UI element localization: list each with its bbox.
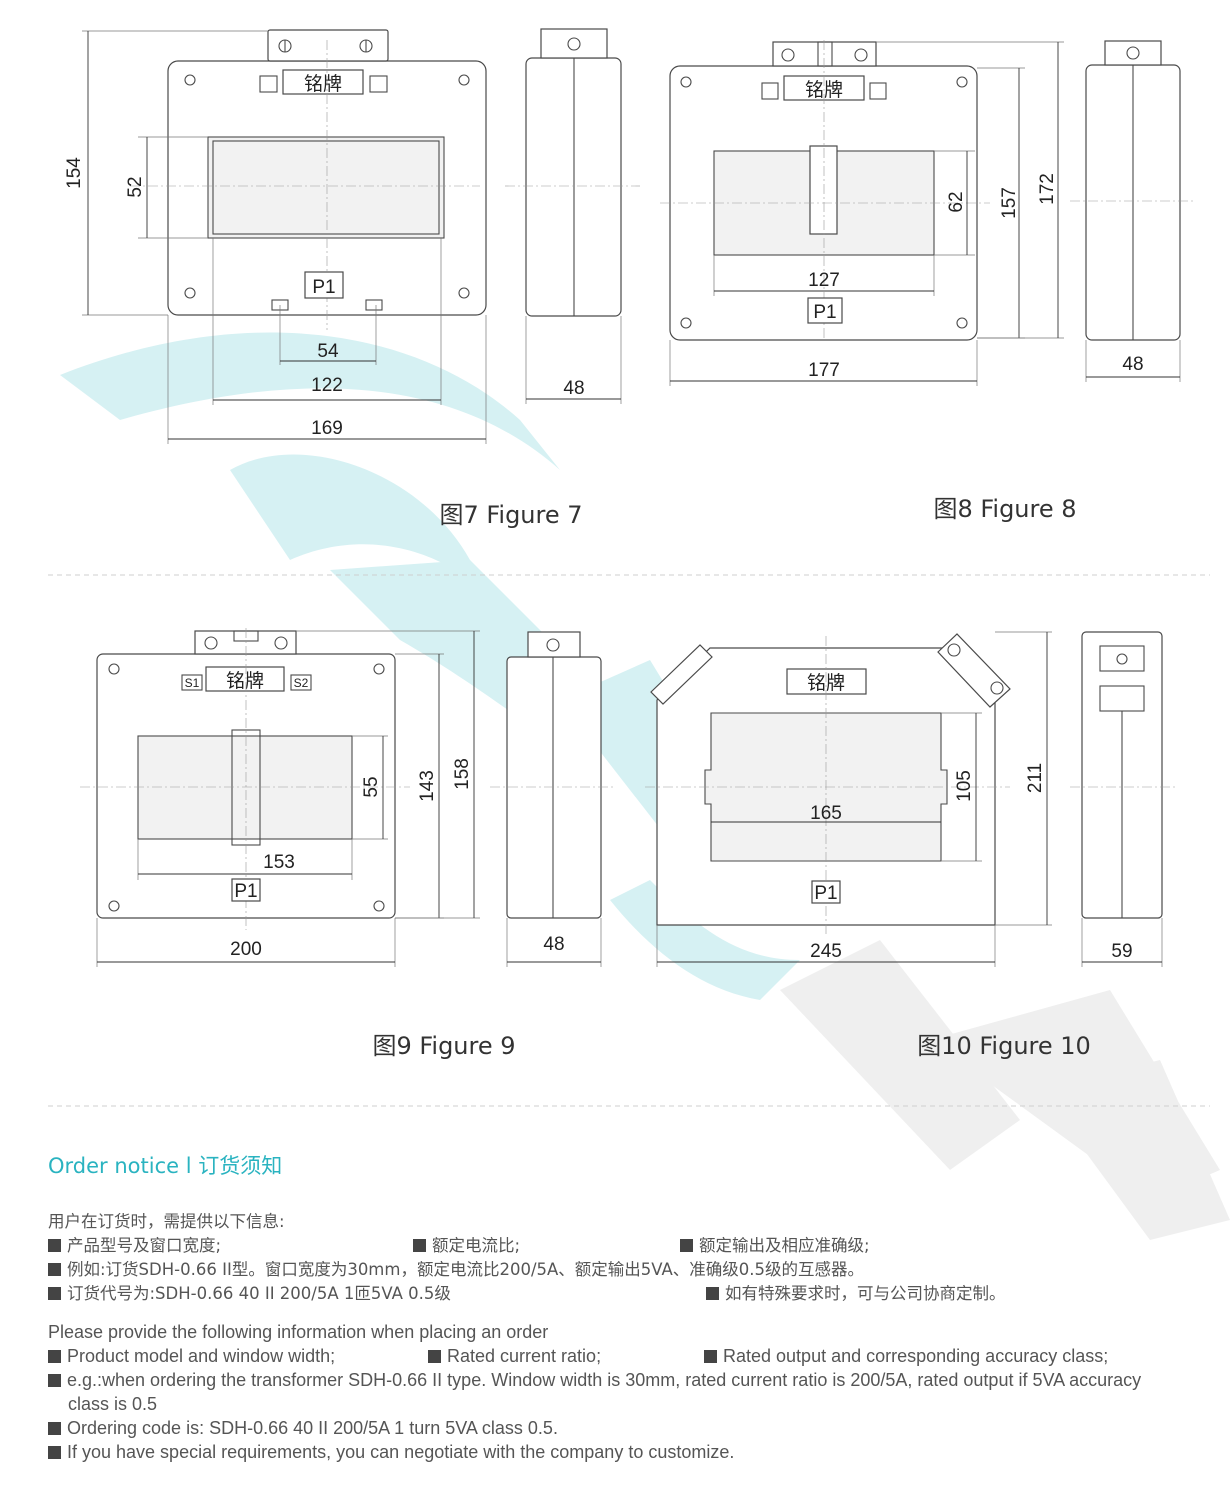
- bullet-square-icon: [48, 1263, 61, 1276]
- cn-bullet-row: 产品型号及窗口宽度; 额定电流比; 额定输出及相应准确级;: [48, 1234, 1208, 1258]
- fig9-dim-body-height: 143: [417, 770, 438, 802]
- fig9-dim-window-height: 55: [361, 776, 382, 797]
- fig10-nameplate-label: 铭牌: [807, 672, 845, 694]
- order-notice-title: Order notice l 订货须知: [48, 1154, 283, 1178]
- fig10-dim-window-height: 105: [954, 770, 975, 802]
- order-notice-section: Order notice l 订货须知 用户在订货时，需提供以下信息: 产品型号…: [48, 1150, 1208, 1464]
- en-example: e.g.:when ordering the transformer SDH-0…: [67, 1370, 1142, 1414]
- en-bullet-output: Rated output and corresponding accuracy …: [723, 1346, 1109, 1366]
- figure-7-caption: 图7 Figure 7: [439, 501, 582, 529]
- fig8-dim-width: 177: [808, 360, 840, 381]
- fig10-dim-height: 211: [1025, 763, 1046, 793]
- bullet-square-icon: [48, 1350, 61, 1363]
- en-special-row: If you have special requirements, you ca…: [48, 1440, 1208, 1464]
- fig7-dim-depth: 48: [563, 378, 584, 399]
- fig7-dim-window-height: 52: [125, 176, 146, 197]
- figure-7-drawing: 铭牌 P1 154 52 54 122 169 48: [64, 28, 640, 444]
- fig10-dim-width: 245: [810, 941, 842, 962]
- fig9-dim-depth: 48: [543, 934, 564, 955]
- fig9-nameplate-label: 铭牌: [226, 670, 264, 692]
- fig7-terminal-label: P1: [312, 277, 335, 298]
- fig10-terminal-label: P1: [814, 883, 837, 904]
- en-special-requirements: If you have special requirements, you ca…: [67, 1442, 735, 1462]
- figure-9-caption: 图9 Figure 9: [372, 1032, 515, 1060]
- en-intro: Please provide the following information…: [48, 1322, 549, 1342]
- figure-8-drawing: 铭牌 P1 62 127 157 172 177 48: [660, 40, 1195, 386]
- bullet-square-icon: [48, 1287, 61, 1300]
- bullet-square-icon: [704, 1350, 717, 1363]
- en-bullet-ratio: Rated current ratio;: [447, 1346, 602, 1366]
- cn-example-row: 例如:订货SDH-0.66 II型。窗口宽度为30mm，额定电流比200/5A、…: [48, 1258, 1208, 1282]
- fig8-dim-window-width: 127: [808, 270, 840, 291]
- fig10-dim-window-width: 165: [810, 803, 842, 824]
- cn-bullet-ratio: 额定电流比;: [432, 1236, 521, 1255]
- fig9-terminal-label: P1: [234, 881, 257, 902]
- figure-10-caption: 图10 Figure 10: [917, 1032, 1091, 1060]
- fig8-dim-depth: 48: [1122, 354, 1143, 375]
- fig10-dim-depth: 59: [1111, 941, 1132, 962]
- figure-9-drawing: S1 S2 铭牌 P1 55 153 143 158 200 48: [80, 628, 615, 967]
- cn-intro: 用户在订货时，需提供以下信息:: [48, 1212, 285, 1231]
- cn-special-requirements: 如有特殊要求时，可与公司协商定制。: [725, 1284, 1006, 1303]
- en-bullet-row: Product model and window width; Rated cu…: [48, 1344, 1208, 1368]
- en-bullet-model: Product model and window width;: [67, 1346, 336, 1366]
- cn-code-row: 订货代号为:SDH-0.66 40 II 200/5A 1匝5VA 0.5级 如…: [48, 1282, 1208, 1306]
- bullet-square-icon: [428, 1350, 441, 1363]
- bullet-square-icon: [48, 1446, 61, 1459]
- figure-8-caption: 图8 Figure 8: [933, 495, 1076, 523]
- fig8-terminal-label: P1: [813, 302, 836, 323]
- fig7-dim-width: 169: [311, 418, 343, 439]
- bullet-square-icon: [48, 1239, 61, 1252]
- figure-10-drawing: 铭牌 P1 105 165 211 245 59: [645, 631, 1175, 967]
- fig8-dim-body-height: 157: [999, 187, 1020, 219]
- bullet-square-icon: [48, 1422, 61, 1435]
- bullet-square-icon: [706, 1287, 719, 1300]
- en-code-row: Ordering code is: SDH-0.66 40 II 200/5A …: [48, 1416, 1208, 1440]
- cn-bullet-model: 产品型号及窗口宽度;: [67, 1236, 222, 1255]
- fig9-dim-width: 200: [230, 939, 262, 960]
- fig7-dim-pin-spacing: 54: [317, 341, 339, 362]
- cn-example: 例如:订货SDH-0.66 II型。窗口宽度为30mm，额定电流比200/5A、…: [67, 1260, 865, 1279]
- fig9-dim-total-height: 158: [452, 758, 473, 790]
- cn-ordering-code: 订货代号为:SDH-0.66 40 II 200/5A 1匝5VA 0.5级: [67, 1284, 451, 1303]
- cn-bullet-output: 额定输出及相应准确级;: [699, 1236, 870, 1255]
- fig9-dim-window-width: 153: [263, 852, 295, 873]
- fig8-dim-total-height: 172: [1037, 173, 1058, 205]
- fig9-s2-label: S2: [294, 676, 309, 690]
- fig7-nameplate-label: 铭牌: [304, 73, 342, 95]
- en-ordering-code: Ordering code is: SDH-0.66 40 II 200/5A …: [67, 1418, 558, 1438]
- fig8-dim-window-height: 62: [946, 191, 967, 212]
- bullet-square-icon: [680, 1239, 693, 1252]
- en-example-row: e.g.:when ordering the transformer SDH-0…: [48, 1368, 1148, 1416]
- bullet-square-icon: [48, 1374, 61, 1387]
- fig7-dim-height: 154: [64, 157, 85, 189]
- bullet-square-icon: [413, 1239, 426, 1252]
- fig7-dim-window-width: 122: [311, 375, 343, 396]
- fig9-s1-label: S1: [185, 676, 200, 690]
